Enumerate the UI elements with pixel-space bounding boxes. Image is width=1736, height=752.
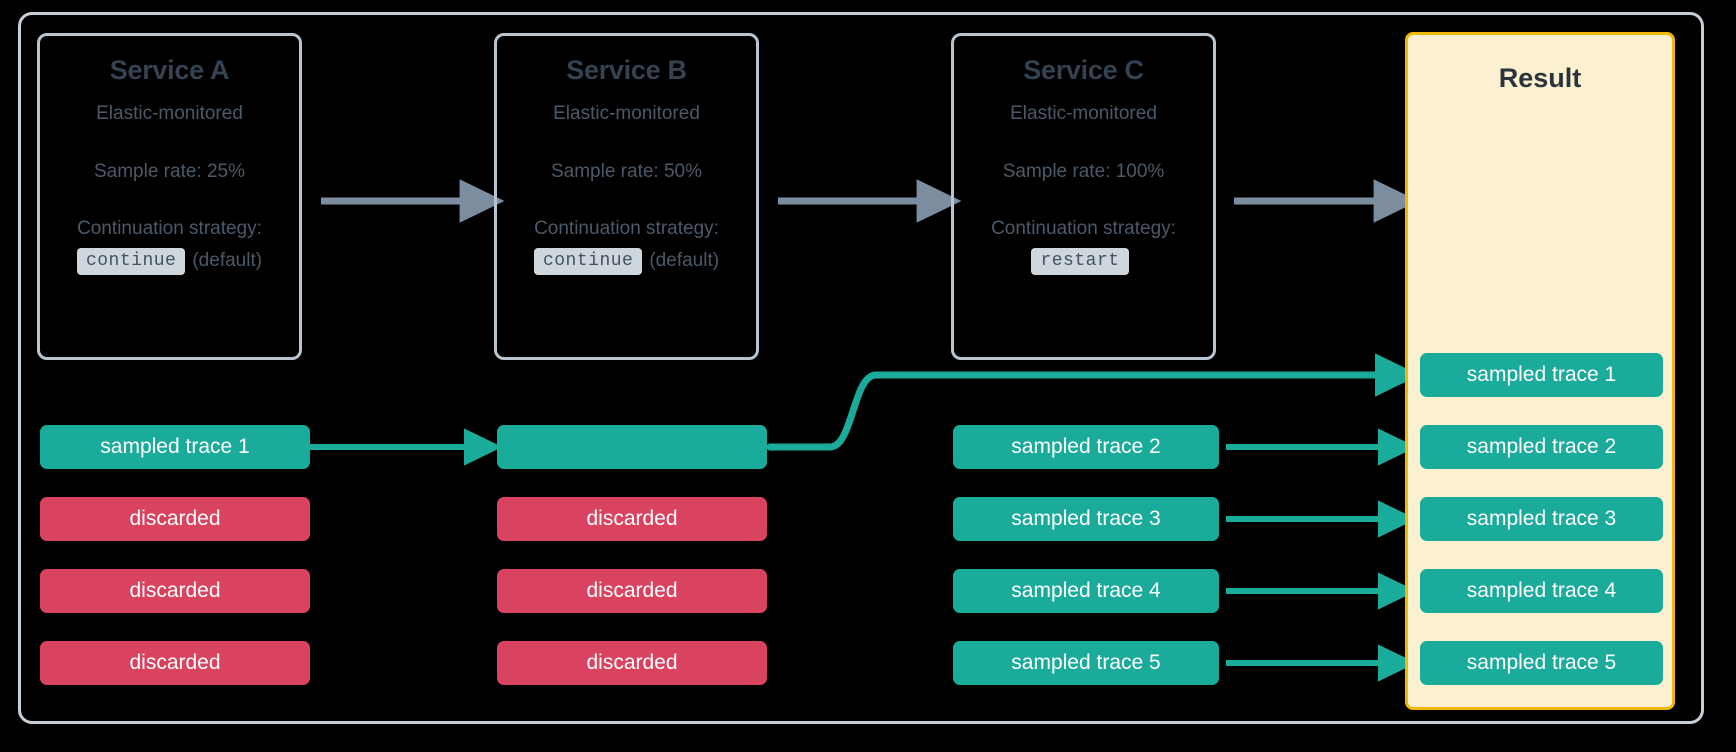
service-a-title: Service A <box>109 55 230 85</box>
service-b-strategy-note: (default) <box>649 250 720 272</box>
service-b-sample-rate: Sample rate: 50% <box>550 161 703 183</box>
trace-pill-c-2[interactable]: sampled trace 3 <box>953 497 1219 541</box>
service-c-strategy-row: restart <box>954 247 1213 275</box>
service-box-a[interactable]: Service A Elastic-monitored Sample rate:… <box>37 33 302 360</box>
result-title: Result <box>1498 63 1582 93</box>
trace-pill-a-4[interactable]: discarded <box>40 641 310 685</box>
trace-pill-b-4[interactable]: discarded <box>497 641 767 685</box>
service-box-b[interactable]: Service B Elastic-monitored Sample rate:… <box>494 33 759 360</box>
service-c-title: Service C <box>1023 55 1144 85</box>
service-a-strategy-value: continue <box>76 247 186 275</box>
trace-pill-result-5[interactable]: sampled trace 5 <box>1420 641 1663 685</box>
trace-pill-a-1[interactable]: sampled trace 1 <box>40 425 310 469</box>
service-b-strategy-row: continue (default) <box>497 247 756 275</box>
service-b-strategy-label: Continuation strategy: <box>534 218 719 240</box>
service-a-subtitle: Elastic-monitored <box>96 102 243 124</box>
trace-pill-c-1[interactable]: sampled trace 2 <box>953 425 1219 469</box>
service-a-strategy-label: Continuation strategy: <box>77 218 262 240</box>
service-a-strategy-row: continue (default) <box>40 247 299 275</box>
teal-trace-arrows <box>310 353 1420 682</box>
trace-pill-c-4[interactable]: sampled trace 5 <box>953 641 1219 685</box>
service-b-subtitle: Elastic-monitored <box>553 102 700 124</box>
service-box-c[interactable]: Service C Elastic-monitored Sample rate:… <box>951 33 1216 360</box>
service-c-strategy-value: restart <box>1031 247 1129 275</box>
service-c-strategy-label: Continuation strategy: <box>991 218 1176 240</box>
service-a-strategy-note: (default) <box>192 250 263 272</box>
trace-pill-result-4[interactable]: sampled trace 4 <box>1420 569 1663 613</box>
service-b-title: Service B <box>566 55 687 85</box>
service-b-strategy-value: continue <box>533 247 643 275</box>
trace-pill-b-1[interactable] <box>497 425 767 469</box>
trace-pill-b-2[interactable]: discarded <box>497 497 767 541</box>
service-c-subtitle: Elastic-monitored <box>1010 102 1157 124</box>
trace-pill-result-2[interactable]: sampled trace 2 <box>1420 425 1663 469</box>
trace-pill-a-2[interactable]: discarded <box>40 497 310 541</box>
trace-pill-result-3[interactable]: sampled trace 3 <box>1420 497 1663 541</box>
trace-pill-b-3[interactable]: discarded <box>497 569 767 613</box>
trace-pill-result-1[interactable]: sampled trace 1 <box>1420 353 1663 397</box>
trace-pill-c-3[interactable]: sampled trace 4 <box>953 569 1219 613</box>
trace-pill-a-3[interactable]: discarded <box>40 569 310 613</box>
service-a-sample-rate: Sample rate: 25% <box>93 161 246 183</box>
service-c-sample-rate: Sample rate: 100% <box>1002 161 1165 183</box>
